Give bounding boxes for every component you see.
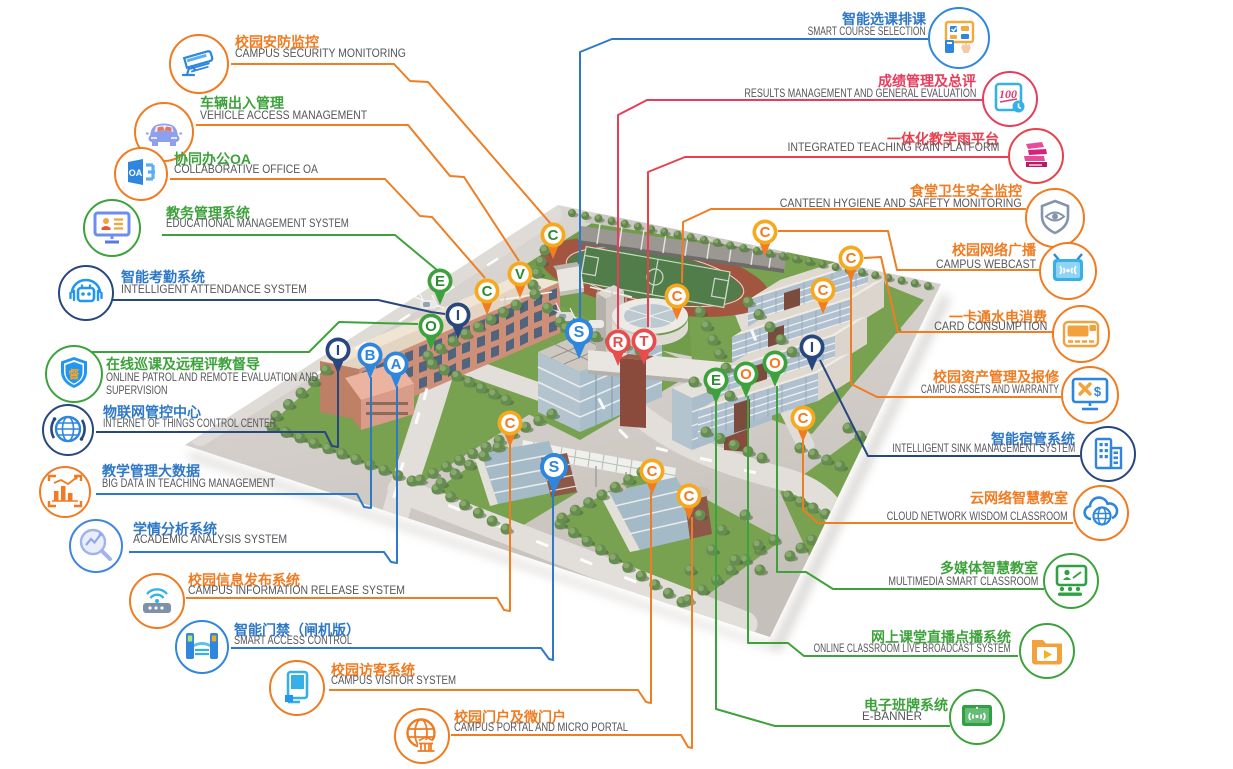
- svg-text:R: R: [613, 334, 624, 351]
- svg-text:C: C: [760, 224, 771, 241]
- svg-text:C: C: [505, 415, 516, 432]
- svg-text:A: A: [391, 356, 402, 373]
- svg-text:S: S: [549, 459, 560, 476]
- svg-text:OA: OA: [129, 168, 143, 178]
- svg-text:C: C: [647, 463, 658, 480]
- svg-text:I: I: [336, 342, 340, 359]
- svg-text:100: 100: [999, 87, 1017, 101]
- svg-text:C: C: [818, 282, 829, 299]
- svg-text:I: I: [810, 339, 814, 356]
- svg-text:C: C: [672, 288, 683, 305]
- svg-text:C: C: [846, 250, 857, 267]
- svg-text:S: S: [574, 324, 585, 341]
- svg-text:督: 督: [69, 367, 80, 381]
- svg-text:T: T: [639, 333, 648, 350]
- svg-text:C: C: [684, 488, 695, 505]
- svg-text:C: C: [798, 410, 809, 427]
- svg-text:$: $: [1094, 384, 1102, 399]
- svg-text:C: C: [548, 227, 559, 244]
- svg-text:I: I: [456, 307, 460, 324]
- svg-text:C: C: [482, 283, 493, 300]
- svg-text:O: O: [769, 355, 781, 372]
- svg-text:E: E: [711, 372, 721, 389]
- svg-text:O: O: [425, 318, 437, 335]
- svg-text:E: E: [435, 273, 445, 290]
- svg-text:B: B: [365, 347, 376, 364]
- svg-text:O: O: [740, 366, 752, 383]
- svg-text:V: V: [515, 266, 525, 283]
